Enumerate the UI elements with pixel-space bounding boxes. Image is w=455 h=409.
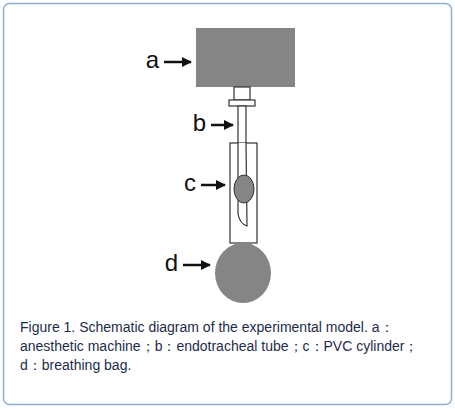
callout-letter: d — [165, 251, 178, 275]
tube-cuff — [234, 175, 254, 203]
pvc-cylinder — [230, 143, 257, 243]
figure-frame — [4, 4, 452, 405]
callout-arrow — [183, 264, 210, 267]
breathing-bag — [215, 243, 271, 303]
callout-arrow — [164, 61, 191, 64]
callout-letter: b — [193, 111, 206, 135]
callout-arrow — [211, 124, 233, 127]
callout-arrow — [201, 184, 225, 187]
anesthetic-machine — [196, 28, 295, 87]
tube-connector — [234, 87, 250, 100]
callout-letter: c — [184, 171, 196, 195]
figure-caption: Figure 1. Schematic diagram of the exper… — [20, 318, 436, 375]
callout-letter: a — [146, 48, 159, 72]
tube-flange — [229, 100, 255, 106]
